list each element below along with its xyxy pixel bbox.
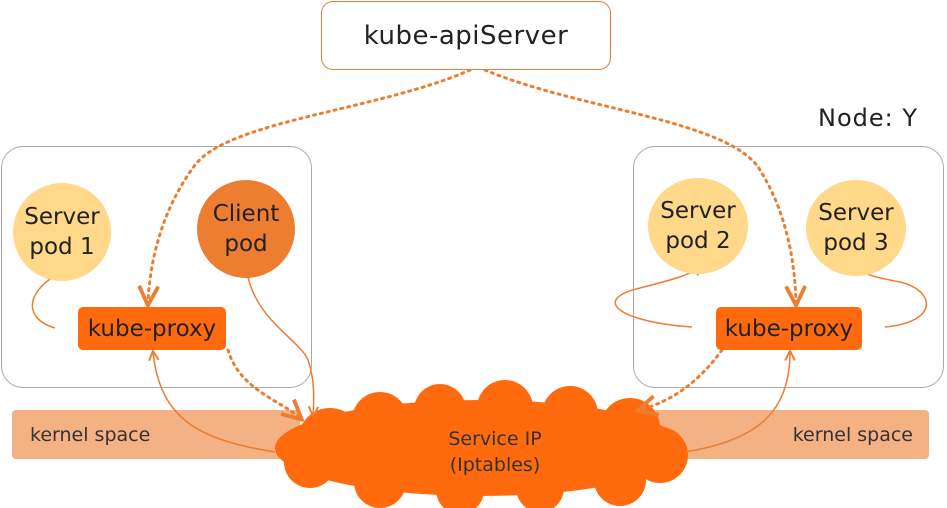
api-to-left-proxy-arrow [148, 68, 472, 303]
server-pod-3: Server pod 3 [806, 180, 906, 276]
right-kernel-label: kernel space [792, 423, 913, 446]
right-kernel-space: kernel space [650, 410, 929, 459]
kube-apiserver-box: kube-apiServer [321, 1, 611, 70]
right-proxy-to-service-arrow [640, 348, 724, 410]
right-kernel-to-proxy-arrow [684, 352, 790, 453]
server-pod-2: Server pod 2 [648, 178, 748, 274]
left-kernel-to-proxy-arrow [153, 352, 276, 453]
right-proxy-to-pod3-arrow [855, 266, 927, 328]
api-to-right-proxy-arrow [483, 68, 796, 303]
kube-apiserver-label: kube-apiServer [363, 20, 569, 51]
iptables-label: (Iptables) [449, 454, 541, 476]
client-to-service-arrow [246, 271, 314, 415]
client-pod: Client pod [197, 180, 295, 278]
left-kernel-space: kernel space [12, 410, 300, 459]
right-kube-proxy: kube-proxy [716, 307, 862, 350]
right-proxy-to-pod2-arrow [614, 266, 700, 328]
left-kernel-label: kernel space [30, 423, 151, 446]
service-ip-label: Service IP [448, 428, 542, 450]
left-proxy-to-service-arrow [226, 348, 300, 418]
server-pod-1: Server pod 1 [13, 183, 111, 281]
left-kube-proxy: kube-proxy [78, 307, 226, 350]
node-y-label: Node: Y [818, 104, 919, 132]
